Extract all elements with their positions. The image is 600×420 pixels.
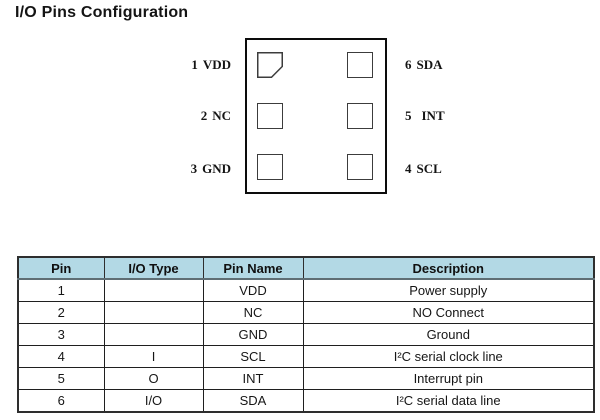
- pad-pin6: [347, 52, 373, 78]
- pin-cell: 5: [17, 367, 105, 390]
- pad-pin4: [347, 154, 373, 180]
- pin-name: GND: [202, 161, 231, 176]
- pad-pin1-chamfered: [257, 52, 283, 78]
- pin-cell: 1: [17, 278, 105, 302]
- header-description: Description: [302, 256, 595, 280]
- pad-pin3: [257, 154, 283, 180]
- pin-label-int: 5 INT: [405, 108, 515, 124]
- pin-number: 2: [200, 108, 208, 123]
- pin-table: Pin I/O Type Pin Name Description 1 VDD …: [17, 256, 595, 413]
- pin-label-vdd: 1 VDD: [140, 57, 231, 73]
- io-type-cell: O: [103, 367, 204, 390]
- table-header-row: Pin I/O Type Pin Name Description: [17, 256, 595, 280]
- header-pin: Pin: [17, 256, 105, 280]
- chip-package-outline: [245, 38, 387, 194]
- pin-label-nc: 2 NC: [140, 108, 231, 124]
- table-row: 6 I/O SDA I²C serial data line: [17, 389, 595, 413]
- pin-name-cell: INT: [202, 367, 304, 390]
- header-io-type: I/O Type: [103, 256, 204, 280]
- pin-number: 4: [405, 161, 412, 176]
- pin-cell: 2: [17, 301, 105, 324]
- description-cell: Interrupt pin: [302, 367, 595, 390]
- pad-pin2: [257, 103, 283, 129]
- pin-cell: 4: [17, 345, 105, 368]
- pin-label-sda: 6 SDA: [405, 57, 515, 73]
- pin-cell: 3: [17, 323, 105, 346]
- pin-label-scl: 4 SCL: [405, 161, 515, 177]
- pin-name: NC: [212, 108, 231, 123]
- table-row: 3 GND Ground: [17, 323, 595, 346]
- io-type-cell: [103, 323, 204, 346]
- description-cell: I²C serial clock line: [302, 345, 595, 368]
- table-row: 1 VDD Power supply: [17, 278, 595, 302]
- table-row: 5 O INT Interrupt pin: [17, 367, 595, 390]
- io-type-cell: [103, 301, 204, 324]
- pin-number: 1: [191, 57, 198, 72]
- description-cell: Power supply: [302, 278, 595, 302]
- pad-pin5: [347, 103, 373, 129]
- pin-number: 6: [405, 57, 412, 72]
- pin-name-cell: SDA: [202, 389, 304, 413]
- pin-name-cell: GND: [202, 323, 304, 346]
- table-row: 2 NC NO Connect: [17, 301, 595, 324]
- pin-label-gnd: 3 GND: [140, 161, 231, 177]
- pin-name: SCL: [416, 161, 442, 176]
- header-pin-name: Pin Name: [202, 256, 304, 280]
- pin-name: VDD: [202, 57, 231, 72]
- table-row: 4 I SCL I²C serial clock line: [17, 345, 595, 368]
- pin-number: 3: [190, 161, 198, 176]
- description-cell: Ground: [302, 323, 595, 346]
- io-type-cell: [103, 278, 204, 302]
- io-type-cell: I/O: [103, 389, 204, 413]
- description-cell: I²C serial data line: [302, 389, 595, 413]
- page-title: I/O Pins Configuration: [15, 4, 189, 21]
- pin-name-cell: NC: [202, 301, 304, 324]
- pin-name: SDA: [416, 57, 443, 72]
- description-cell: NO Connect: [302, 301, 595, 324]
- pin-number: 5: [405, 108, 412, 123]
- pin-cell: 6: [17, 389, 105, 413]
- pin-name-cell: SCL: [202, 345, 304, 368]
- io-type-cell: I: [103, 345, 204, 368]
- pin-name-cell: VDD: [202, 278, 304, 302]
- pin-name: INT: [421, 108, 445, 123]
